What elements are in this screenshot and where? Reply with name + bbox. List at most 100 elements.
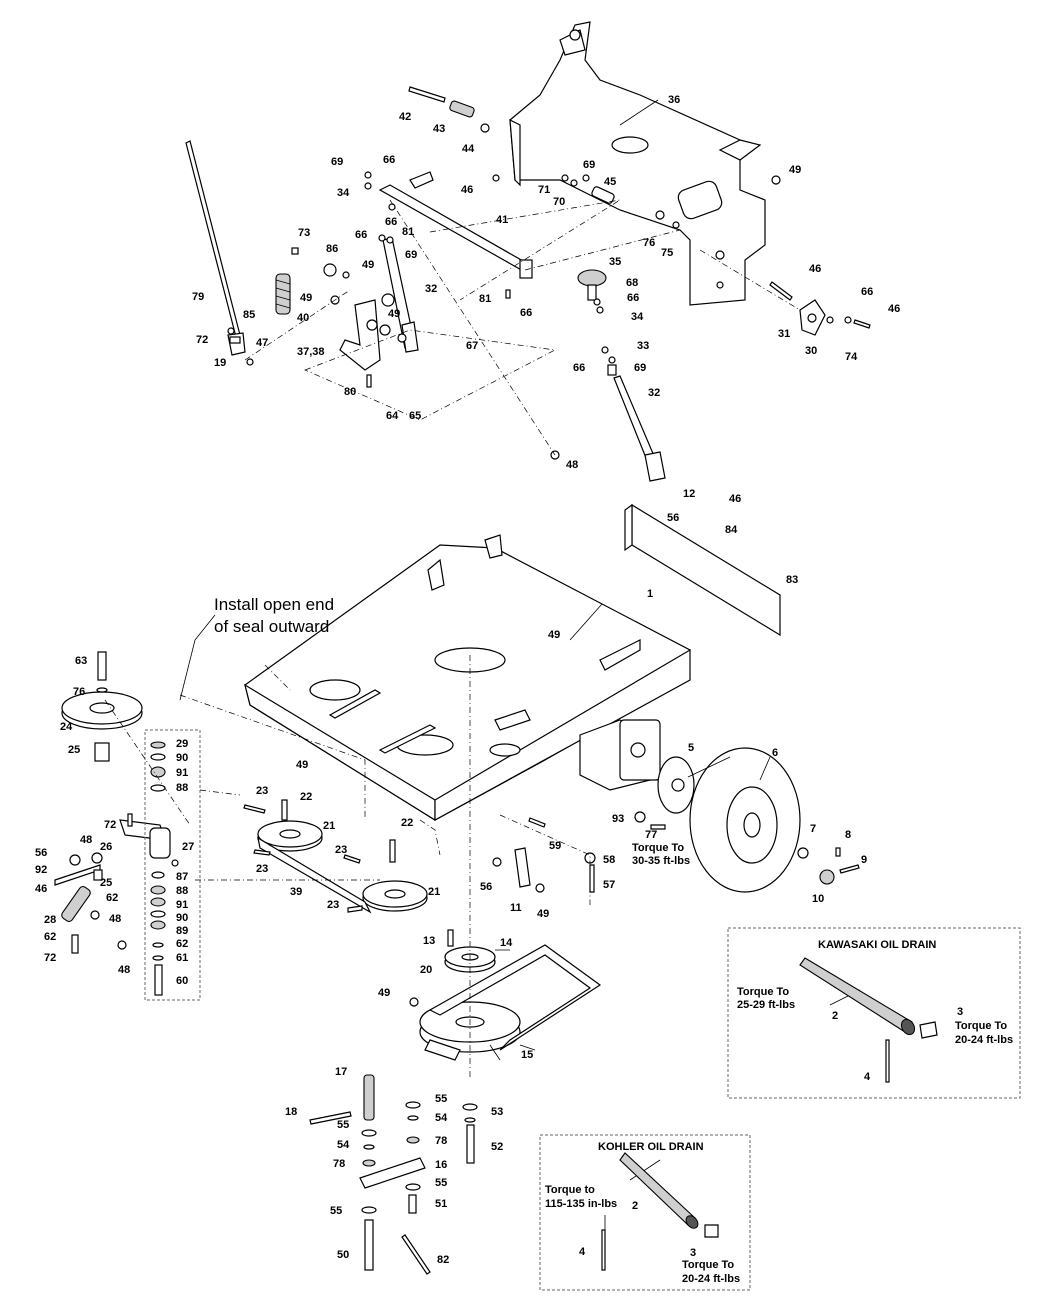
callout-81-a: 81 bbox=[402, 226, 414, 238]
callout-44: 44 bbox=[462, 143, 475, 155]
callout-66-e: 66 bbox=[861, 286, 873, 298]
callout-46-d: 46 bbox=[729, 493, 741, 505]
callout-55-a: 55 bbox=[435, 1093, 447, 1105]
callout-4-koh: 4 bbox=[579, 1246, 586, 1258]
spring-43 bbox=[449, 100, 475, 118]
pulley-24 bbox=[61, 651, 143, 762]
callout-37-38: 37,38 bbox=[297, 346, 325, 358]
callout-21-b: 21 bbox=[428, 886, 440, 898]
callout-15: 15 bbox=[521, 1049, 533, 1061]
belt-hardware bbox=[243, 799, 396, 913]
callout-58: 58 bbox=[603, 854, 615, 866]
callout-71: 71 bbox=[538, 184, 550, 196]
callout-62-b: 62 bbox=[44, 931, 56, 943]
callout-30: 30 bbox=[805, 345, 817, 357]
callout-90-b: 90 bbox=[176, 912, 188, 924]
callout-88-b: 88 bbox=[176, 885, 188, 897]
callout-8: 8 bbox=[845, 829, 851, 841]
callout-69-c: 69 bbox=[405, 249, 417, 261]
callout-62-c: 62 bbox=[176, 938, 188, 950]
idler-arm-assembly bbox=[54, 813, 171, 954]
callout-33: 33 bbox=[637, 340, 649, 352]
callout-56-c: 56 bbox=[480, 881, 492, 893]
callout-27: 27 bbox=[182, 841, 194, 853]
lever-32-right bbox=[613, 375, 666, 482]
callout-84: 84 bbox=[725, 524, 738, 536]
callout-79: 79 bbox=[192, 291, 204, 303]
callout-28: 28 bbox=[44, 914, 56, 926]
callout-32-a: 32 bbox=[425, 283, 437, 295]
callout-23-c: 23 bbox=[256, 863, 268, 875]
callout-29: 29 bbox=[176, 738, 188, 750]
callout-48-c: 48 bbox=[109, 913, 121, 925]
bracket-plate-36 bbox=[509, 21, 766, 306]
callout-78-a: 78 bbox=[435, 1135, 447, 1147]
tire-6 bbox=[689, 747, 801, 893]
callout-49-e: 49 bbox=[548, 629, 560, 641]
callout-82: 82 bbox=[437, 1254, 449, 1266]
callout-55-c: 55 bbox=[435, 1177, 447, 1189]
bracket-11 bbox=[492, 817, 596, 893]
callout-25-b: 25 bbox=[100, 877, 112, 889]
callout-68: 68 bbox=[626, 277, 638, 289]
callout-45: 45 bbox=[604, 176, 616, 188]
belt-14 bbox=[428, 944, 602, 1051]
callout-46-c: 46 bbox=[888, 303, 900, 315]
callout-13: 13 bbox=[423, 935, 435, 947]
kawasaki-torque-a-line1: Torque To bbox=[737, 986, 789, 998]
callout-57: 57 bbox=[603, 879, 615, 891]
kohler-title: KOHLER OIL DRAIN bbox=[598, 1141, 704, 1153]
callout-23-a: 23 bbox=[256, 785, 268, 797]
callout-62-a: 62 bbox=[106, 892, 118, 904]
callout-91-a: 91 bbox=[176, 767, 188, 779]
seal-note-line1: Install open end bbox=[214, 595, 334, 614]
callout-74: 74 bbox=[845, 351, 858, 363]
callout-49-b: 49 bbox=[362, 259, 374, 271]
callout-78-b: 78 bbox=[333, 1158, 345, 1170]
seal-stack bbox=[150, 741, 179, 996]
kohler-torque-b-line2: 20-24 ft-lbs bbox=[682, 1273, 740, 1285]
callout-3-kaw: 3 bbox=[957, 1006, 963, 1018]
callout-69-d: 69 bbox=[634, 362, 646, 374]
callout-2-koh: 2 bbox=[632, 1200, 638, 1212]
callout-83: 83 bbox=[786, 574, 798, 586]
kohler-torque-a-line2: 115-135 in-lbs bbox=[545, 1198, 617, 1210]
callout-67: 67 bbox=[466, 340, 478, 352]
callout-64: 64 bbox=[386, 410, 399, 422]
callout-24: 24 bbox=[60, 721, 73, 733]
callout-49-h: 49 bbox=[378, 987, 390, 999]
callout-46-e: 46 bbox=[35, 883, 47, 895]
callout-47: 47 bbox=[256, 337, 268, 349]
callout-2-kaw: 2 bbox=[832, 1010, 838, 1022]
callout-14: 14 bbox=[500, 937, 513, 949]
lower-dash-lines bbox=[104, 655, 591, 1080]
callout-labels: 36 42 43 44 69 66 34 46 71 69 70 45 49 6… bbox=[35, 94, 963, 1266]
callout-66-b: 66 bbox=[385, 216, 397, 228]
callout-76-a: 76 bbox=[643, 237, 655, 249]
callout-54-b: 54 bbox=[337, 1139, 350, 1151]
callout-12: 12 bbox=[683, 488, 695, 500]
callout-54-a: 54 bbox=[435, 1112, 448, 1124]
callout-76-b: 76 bbox=[73, 686, 85, 698]
callout-66-a: 66 bbox=[383, 154, 395, 166]
nut-49-lower bbox=[409, 997, 419, 1007]
callout-41: 41 bbox=[496, 214, 508, 226]
callout-31: 31 bbox=[778, 328, 790, 340]
kohler-drain-tube bbox=[601, 1152, 719, 1271]
callout-55-b: 55 bbox=[337, 1119, 349, 1131]
callout-61: 61 bbox=[176, 952, 188, 964]
kawasaki-torque-b-line1: Torque To bbox=[955, 1020, 1007, 1032]
callout-89: 89 bbox=[176, 925, 188, 937]
seal-note-line2: of seal outward bbox=[214, 617, 329, 636]
callout-9: 9 bbox=[861, 854, 867, 866]
callout-20: 20 bbox=[420, 964, 432, 976]
spring-40 bbox=[275, 273, 291, 315]
callout-42: 42 bbox=[399, 111, 411, 123]
axle-housing bbox=[579, 719, 661, 791]
callout-59: 59 bbox=[549, 840, 561, 852]
callout-39: 39 bbox=[290, 886, 302, 898]
pedal-arm-37-38 bbox=[339, 299, 381, 371]
callout-52: 52 bbox=[491, 1141, 503, 1153]
kawasaki-torque-b-line2: 20-24 ft-lbs bbox=[955, 1034, 1013, 1046]
callout-21-a: 21 bbox=[323, 820, 335, 832]
